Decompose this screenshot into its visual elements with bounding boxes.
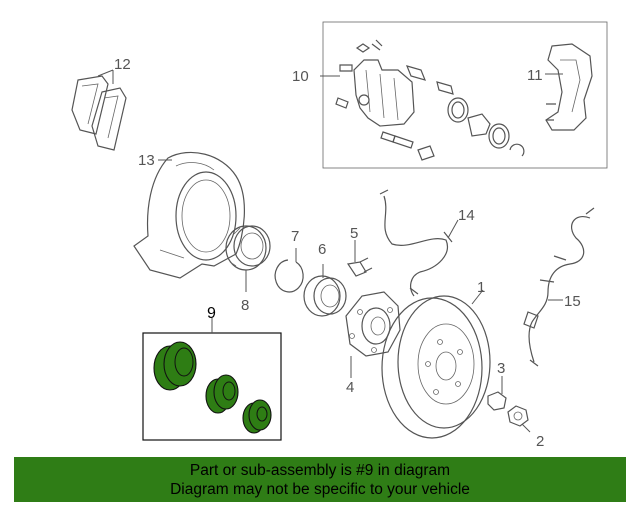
- label-9: 9: [207, 305, 216, 322]
- label-2: 2: [536, 433, 544, 450]
- label-3: 3: [497, 360, 505, 377]
- label-12: 12: [114, 56, 131, 73]
- dust-shield-part: [133, 151, 245, 279]
- snap-ring-part: [274, 259, 304, 293]
- brake-rotor-part: [381, 295, 491, 439]
- label-5: 5: [350, 225, 358, 242]
- label-15: 15: [564, 293, 581, 310]
- seal-kit-highlighted-part: [153, 341, 272, 434]
- brake-pads-part: [71, 75, 127, 151]
- wheel-bearing-part: [303, 275, 347, 317]
- hub-bolt-part: [346, 257, 373, 277]
- label-8: 8: [241, 297, 249, 314]
- wheel-hub-part: [345, 291, 401, 357]
- label-6: 6: [318, 241, 326, 258]
- caliper-bracket-part: [545, 43, 593, 131]
- info-banner: Part or sub-assembly is #9 in diagram Di…: [14, 457, 626, 502]
- piston-seals-part: [447, 97, 525, 157]
- caliper-kit-box: [322, 21, 608, 169]
- banner-line-1: Part or sub-assembly is #9 in diagram: [189, 462, 451, 479]
- brake-hose-part: [379, 189, 453, 297]
- label-7: 7: [291, 228, 299, 245]
- label-1: 1: [477, 279, 485, 296]
- label-14: 14: [458, 207, 475, 224]
- lug-nut-part: [487, 391, 507, 411]
- label-10: 10: [292, 68, 309, 85]
- caliper-assembly-part: [335, 39, 454, 161]
- brake-assembly-diagram: 10 11 12 13 7 6 5 14 8 1 15 4 3 2 9: [71, 21, 608, 450]
- label-4: 4: [346, 379, 354, 396]
- oil-seal-part: [225, 225, 271, 271]
- hub-nut-part: [507, 405, 529, 427]
- abs-sensor-part: [523, 207, 595, 367]
- label-13: 13: [138, 152, 155, 169]
- label-11: 11: [527, 67, 543, 84]
- banner-line-2: Diagram may not be specific to your vehi…: [170, 481, 470, 498]
